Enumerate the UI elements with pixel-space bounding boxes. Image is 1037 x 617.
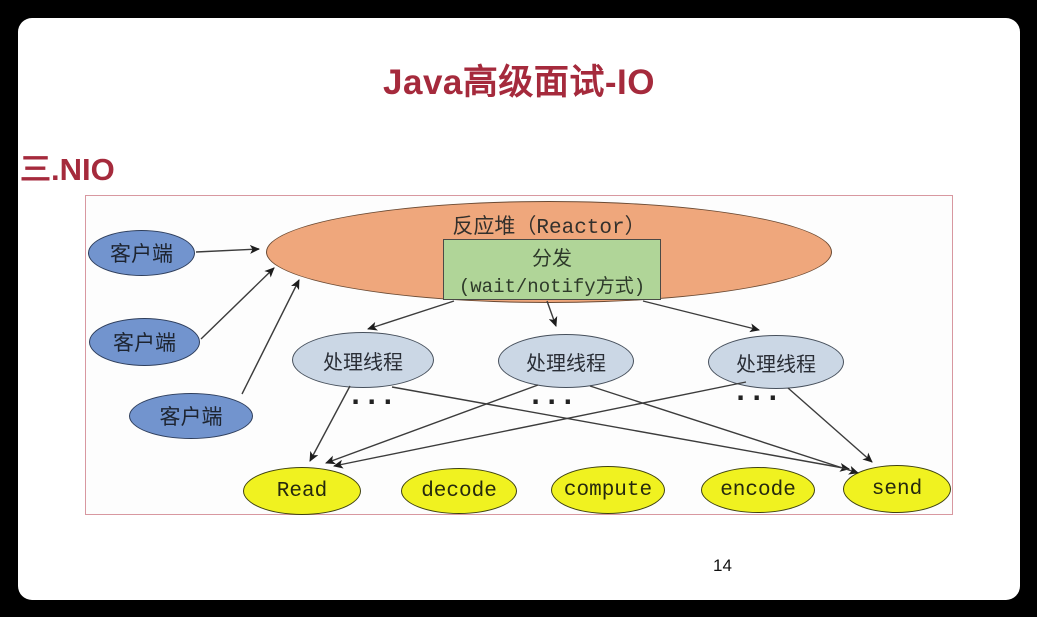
- dispatch-label: 分发: [532, 245, 572, 270]
- handler-node-read: Read: [243, 467, 361, 515]
- reactor-diagram: 反应堆（Reactor） 分发 (wait/notify方式) 客户端 客户端 …: [85, 195, 953, 515]
- client-label: 客户端: [113, 331, 176, 355]
- dispatch-mode-label: (wait/notify方式): [458, 275, 646, 298]
- thread-label: 处理线程: [323, 349, 403, 374]
- handler-node-decode: decode: [401, 468, 517, 514]
- handler-label: encode: [720, 478, 796, 502]
- thread-ellipsis-1: ···: [351, 388, 400, 416]
- handler-node-encode: encode: [701, 467, 815, 513]
- arrow-dispatch-to-thread3: [642, 300, 760, 333]
- thread-label: 处理线程: [526, 350, 606, 375]
- dispatch-box: 分发 (wait/notify方式): [443, 239, 661, 300]
- arrow-client3-to-reactor: [241, 279, 300, 395]
- thread-label: 处理线程: [736, 351, 816, 376]
- page-number: 14: [713, 556, 732, 575]
- worker-thread-node-2: 处理线程: [498, 334, 634, 388]
- arrow-client2-to-reactor: [200, 267, 275, 340]
- worker-thread-node-1: 处理线程: [292, 332, 434, 388]
- arrow-client1-to-reactor: [195, 244, 260, 254]
- handler-node-compute: compute: [551, 466, 665, 514]
- arrow-dispatch-to-thread2: [546, 300, 558, 327]
- arrow-thread3-to-send: [787, 387, 873, 463]
- client-node-1: 客户端: [88, 230, 195, 276]
- client-node-3: 客户端: [129, 393, 253, 439]
- client-label: 客户端: [110, 242, 173, 266]
- handler-node-send: send: [843, 465, 951, 513]
- worker-thread-node-3: 处理线程: [708, 335, 844, 389]
- page-title: Java高级面试-IO: [383, 63, 655, 102]
- arrow-thread2-to-send: [589, 385, 859, 475]
- slide: Java高级面试-IO 三.NIO 反应堆（Reactor） 分发 (wait/…: [18, 18, 1020, 600]
- section-heading: 三.NIO: [20, 152, 115, 187]
- handler-label: decode: [421, 479, 497, 503]
- handler-label: Read: [276, 479, 328, 503]
- handler-label: compute: [563, 478, 653, 502]
- arrow-thread1-to-read: [309, 385, 351, 462]
- reactor-label: 反应堆（Reactor）: [452, 217, 646, 240]
- client-label: 客户端: [159, 405, 223, 429]
- thread-ellipsis-3: ···: [736, 384, 785, 412]
- thread-ellipsis-2: ···: [531, 388, 580, 416]
- handler-label: send: [871, 477, 923, 501]
- arrow-dispatch-to-thread1: [367, 300, 455, 331]
- client-node-2: 客户端: [89, 318, 200, 366]
